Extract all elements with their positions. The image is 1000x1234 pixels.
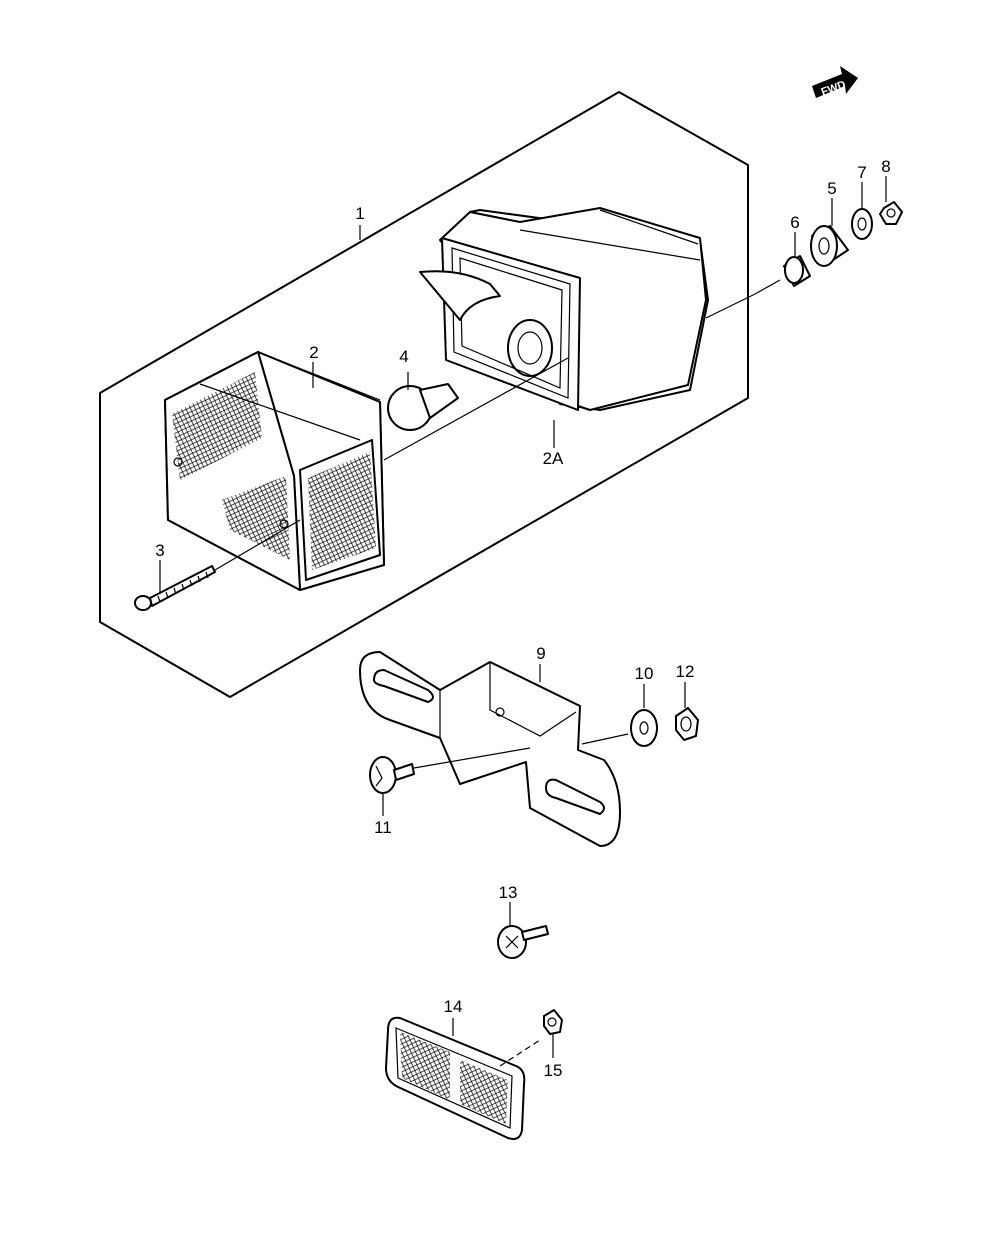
callout-10: 10 xyxy=(635,664,654,683)
nut-8 xyxy=(879,176,903,225)
washer-10 xyxy=(630,684,658,747)
callout-8: 8 xyxy=(881,157,890,176)
lens-2 xyxy=(164,351,385,591)
callout-2: 2 xyxy=(309,343,318,362)
nut-12 xyxy=(675,682,699,741)
callout-12: 12 xyxy=(676,662,695,681)
washer-7 xyxy=(851,182,873,240)
callout-5: 5 xyxy=(827,179,836,198)
callout-15: 15 xyxy=(544,1061,563,1080)
bracket-9 xyxy=(359,651,621,847)
callout-4: 4 xyxy=(399,347,408,366)
collar-6 xyxy=(783,232,811,287)
fwd-arrow-icon: FWD xyxy=(812,66,858,99)
grommet-5 xyxy=(810,198,849,267)
callout-14: 14 xyxy=(444,997,463,1016)
lamp-housing-2a xyxy=(419,207,709,411)
callout-9: 9 xyxy=(536,644,545,663)
callout-13: 13 xyxy=(499,883,518,902)
screw-13 xyxy=(497,902,549,959)
callout-2a: 2A xyxy=(543,449,564,468)
reflector-axis xyxy=(499,1039,541,1067)
reflector-14 xyxy=(385,1016,526,1140)
callout-11: 11 xyxy=(374,818,392,837)
bulb-4 xyxy=(387,372,459,431)
callout-6: 6 xyxy=(790,213,799,232)
screw-3 xyxy=(134,560,216,611)
callout-3: 3 xyxy=(155,541,164,560)
nut-15 xyxy=(543,1009,563,1058)
callout-7: 7 xyxy=(857,163,866,182)
assembly-axis xyxy=(214,293,756,571)
bracket-axis xyxy=(413,733,629,769)
callout-1: 1 xyxy=(355,204,364,223)
bolt-11 xyxy=(369,756,415,816)
axis-ext xyxy=(754,279,781,295)
assembly-outline xyxy=(99,91,749,698)
